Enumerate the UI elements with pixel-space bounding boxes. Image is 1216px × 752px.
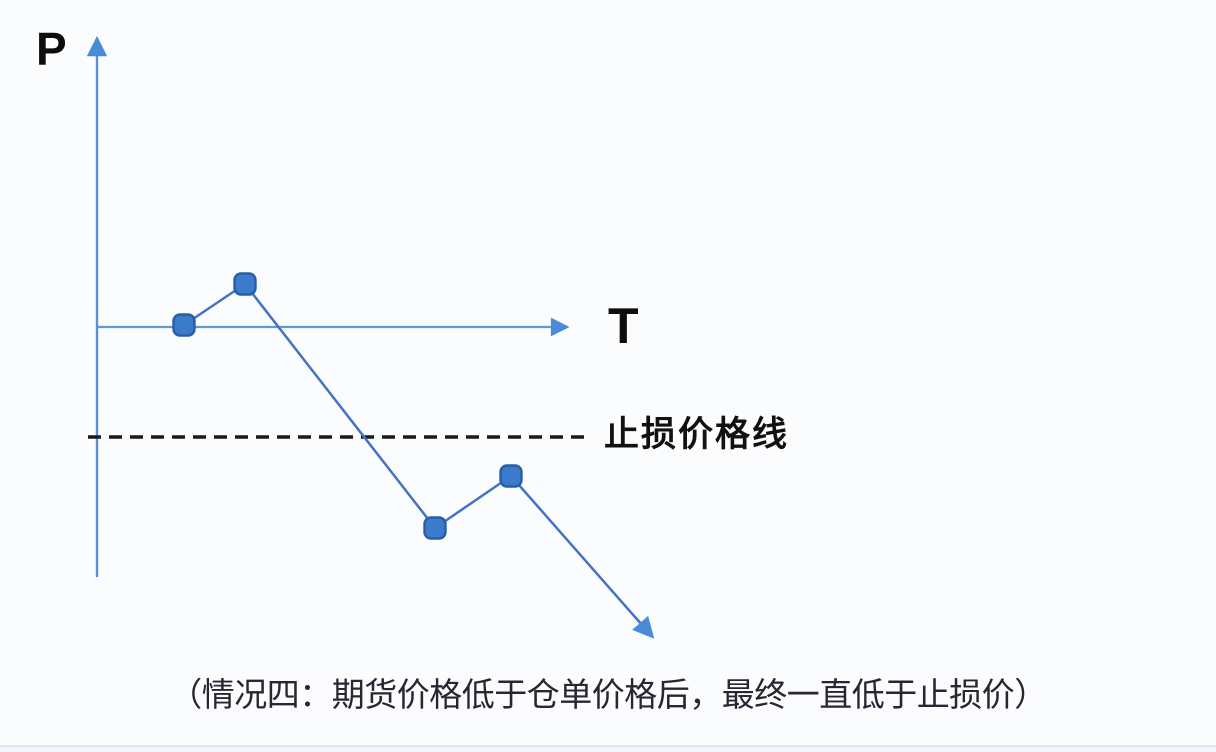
y-axis-label: P bbox=[36, 23, 67, 75]
figure-caption: （情况四：期货价格低于仓单价格后，最终一直低于止损价） bbox=[169, 676, 1047, 713]
stop-loss-label: 止损价格线 bbox=[604, 415, 790, 454]
x-axis-label: T bbox=[608, 298, 639, 354]
price-point-marker bbox=[233, 272, 257, 296]
bottom-edge-strip bbox=[0, 745, 1216, 752]
price-point-marker bbox=[172, 313, 196, 337]
price-point-marker bbox=[499, 464, 523, 488]
price-path-line bbox=[183, 282, 655, 639]
price-point-marker bbox=[423, 516, 447, 540]
